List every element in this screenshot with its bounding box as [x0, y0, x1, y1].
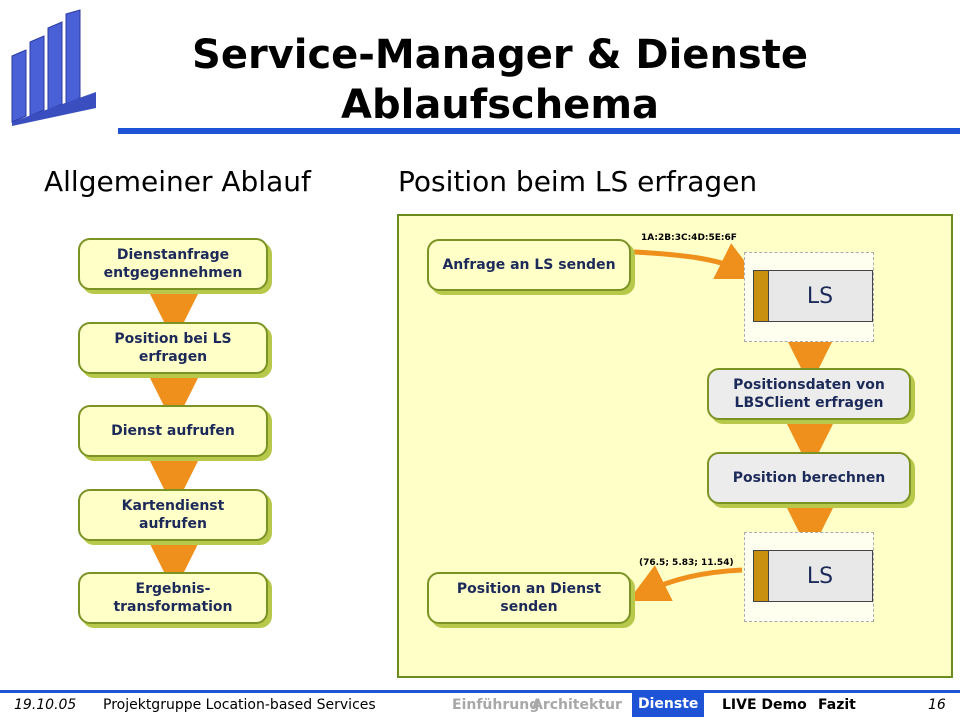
footer-divider	[0, 690, 960, 693]
title-divider	[118, 128, 960, 134]
footer-project: Projektgruppe Location-based Services	[103, 697, 376, 713]
nav-fazit[interactable]: Fazit	[818, 697, 856, 713]
heading-position-query: Position beim LS erfragen	[398, 165, 758, 198]
ls-container-top: LS	[744, 252, 874, 342]
nav-dienste[interactable]: Dienste	[632, 693, 705, 717]
step-text: Position berechnen	[732, 470, 886, 486]
ls-label: LS	[806, 563, 834, 589]
step-result-transformation: Ergebnis-transformation	[78, 572, 268, 624]
footer-date: 19.10.05	[14, 697, 77, 713]
step-call-map-service: Kartendienst aufrufen	[78, 489, 268, 541]
mac-address-label: 1A:2B:3C:4D:5E:6F	[641, 233, 737, 243]
step-text: Anfrage an LS senden	[442, 257, 616, 273]
step-text: senden	[500, 599, 558, 615]
step-send-request-ls: Anfrage an LS senden	[427, 239, 631, 291]
step-query-position: Position bei LS erfragen	[78, 322, 268, 374]
step-text: transformation	[113, 599, 233, 615]
arrow-ls-to-send	[628, 565, 743, 601]
step-call-service: Dienst aufrufen	[78, 405, 268, 457]
step-text: Dienstanfrage	[116, 247, 230, 263]
nav-einfuehrung[interactable]: Einführung	[452, 697, 540, 713]
ls-label: LS	[806, 283, 834, 309]
title-line-1: Service-Manager & Dienste	[192, 32, 808, 78]
ls-node-bottom: LS	[753, 550, 873, 602]
step-text: entgegennehmen	[103, 265, 243, 281]
step-text: Position bei LS	[114, 331, 232, 347]
ls-container-bottom: LS	[744, 532, 874, 622]
ls-node-top: LS	[753, 270, 873, 322]
university-logo	[11, 9, 96, 126]
page-title: Service-Manager & Dienste Ablaufschema	[140, 30, 860, 130]
step-text: Positionsdaten von	[733, 377, 885, 393]
step-send-position: Position an Dienst senden	[427, 572, 631, 624]
page-number: 16	[928, 697, 946, 713]
arrow-request-to-ls	[633, 243, 758, 279]
heading-general-flow: Allgemeiner Ablauf	[44, 165, 311, 198]
step-text: Position an Dienst	[456, 581, 602, 597]
nav-architektur[interactable]: Architektur	[532, 697, 622, 713]
step-text: Kartendienst	[121, 498, 225, 514]
step-compute-position: Position berechnen	[707, 452, 911, 504]
step-text: aufrufen	[139, 516, 207, 532]
nav-live-demo[interactable]: LIVE Demo	[722, 697, 807, 713]
coordinates-label: (76.5; 5.83; 11.54)	[639, 558, 734, 568]
step-text: erfragen	[138, 349, 208, 365]
step-text: Dienst aufrufen	[111, 423, 235, 439]
step-text: Ergebnis-	[135, 581, 211, 597]
step-receive-request: Dienstanfrage entgegennehmen	[78, 238, 268, 290]
title-line-2: Ablaufschema	[341, 82, 659, 128]
step-text: LBSClient erfragen	[734, 395, 884, 411]
